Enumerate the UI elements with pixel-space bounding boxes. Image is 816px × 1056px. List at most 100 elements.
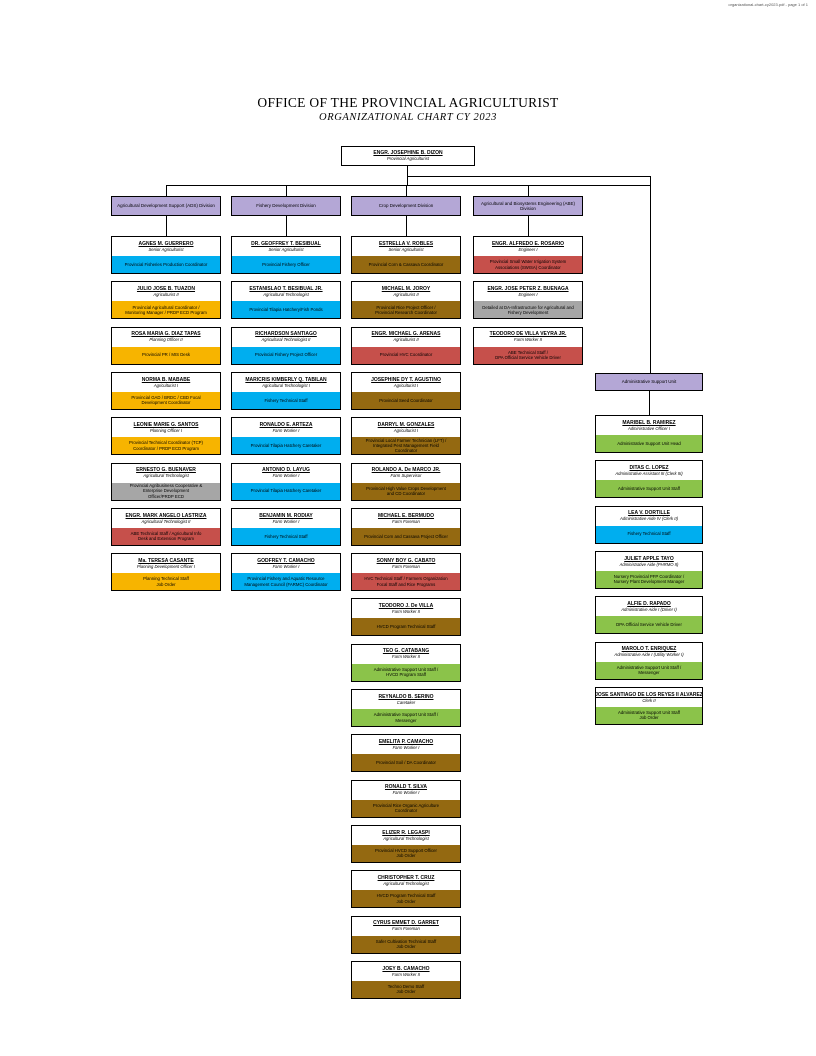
connector-line [286,216,287,236]
staff-role-line: Enterprise Development [142,488,190,494]
staff-position: Farm Worker I [272,518,300,524]
staff-name: MARIBEL B. RAMIREZ [622,419,676,426]
staff-name: JOSE SANTIAGO DE LOS REYES II ALVAREZ [595,691,703,698]
staff-role-line: Administrative Support Unit Staff / [373,712,439,718]
staff-role: Provincial Small Water Irrigation System… [474,256,582,273]
staff-name: TEODORO J. De VILLA [378,603,434,610]
staff-position: Administrative Aide I (Driver I) [621,606,677,612]
staff-name: TEO G. CATABANG [382,648,430,655]
connector-line [528,185,529,196]
staff-role-line: Provincial PR / MIS Desk [142,352,190,358]
staff-role-line: Provincial Corn and Cassava Project Offi… [364,533,448,539]
staff-position: Farm Worker I [392,790,420,796]
staff-name: JOEY B. CAMACHO [382,965,430,972]
staff-role: Administrative Support Unit Staff /HVCD … [352,663,460,681]
staff-role: Provincial Technical Coordinator (TCP)Co… [112,437,220,455]
staff-name: CHRISTOPHER T. CRUZ [377,874,435,881]
staff-role: Provincial Agricultural Coordinator /Mon… [112,301,220,319]
staff-name: ROLANDO A. De MARCO JR. [371,467,441,474]
staff-position: Farm Worker I [272,563,300,569]
staff-name: ROSA MARIA G. DIAZ TAPAS [131,331,201,338]
staff-role-line: Provincial Fishery Officer [262,261,310,267]
staff-role: Fishery Technical Staff [596,525,702,543]
staff-position: Farm Worker II [392,654,420,660]
staff-position: Agriculturist II [153,292,179,298]
staff-position: Administrative Aide (PHRMO II) [619,561,679,567]
staff-name: RICHARDSON SANTIAGO [255,331,317,338]
staff-role-line: HVCD Program Staff [386,672,426,678]
staff-role: Fishery Technical Staff [232,527,340,545]
staff-role-line: Focal Staff and Rice Programs [376,581,436,587]
staff-name: ENGR. ALFREDO E. ROSARIO [491,240,565,247]
staff-role: HVC Technical Staff / Farmers Organizati… [352,573,460,591]
staff-position: Senior Agriculturist [388,246,424,252]
staff-position: Agriculturist I [153,382,179,388]
staff-role: Administrative Support Unit Staff /Messe… [352,709,460,726]
connector-line [528,216,529,236]
staff-position: Agricultural Technologist [383,835,429,841]
staff-role: ABE Technical Staff /DPA Official Servic… [474,346,582,364]
staff-role-line: Provincial Rice Organic Agriculture [372,802,440,808]
staff-role-line: Fishery Technical Staff [264,533,308,539]
staff-role: Provincial Soil / DA Coordinator [352,754,460,772]
staff-role-line: Provincial Local Farmer Technician (LFT)… [365,437,447,443]
staff-name: NORMA B. MABABE [141,376,191,383]
staff-position: Farm Worker I [392,745,420,751]
connector-line [407,176,650,177]
staff-position: Engineer I [518,292,538,298]
staff-role-line: Integrated Pest Management Field [373,443,439,449]
staff-name: DR. GEOFFREY T. BESIBUAL [251,240,321,247]
staff-position: Agricultural Technologist [143,473,189,479]
connector-line [406,216,407,236]
staff-role-line: Provincial Research Coordinator [375,309,437,315]
staff-position: Senior Agriculturist [268,246,304,252]
staff-position: Engineer I [518,246,538,252]
staff-role: Provincial Fishery Officer [232,256,340,273]
staff-role-line: Job Order [396,853,416,859]
division-fishery: Fishery Development Division [231,196,341,216]
staff-position: Farm Foreman [392,518,420,524]
staff-role-line: Associations (SWISA) Coordinator [495,264,561,270]
staff-name: ELIZER R. LEGASPI [382,829,430,836]
staff-position: Agriculturist II [393,292,419,298]
division-admin: Administrative Support Unit [595,373,703,391]
staff-role-line: Provincial Agricultural Coordinator / [132,304,200,310]
staff-name: MAROLO T. ENRIQUEZ [621,646,677,653]
staff-name: BENJAMIN M. RODIAY [259,512,313,519]
chart-subtitle: ORGANIZATIONAL CHART CY 2023 [319,112,497,123]
